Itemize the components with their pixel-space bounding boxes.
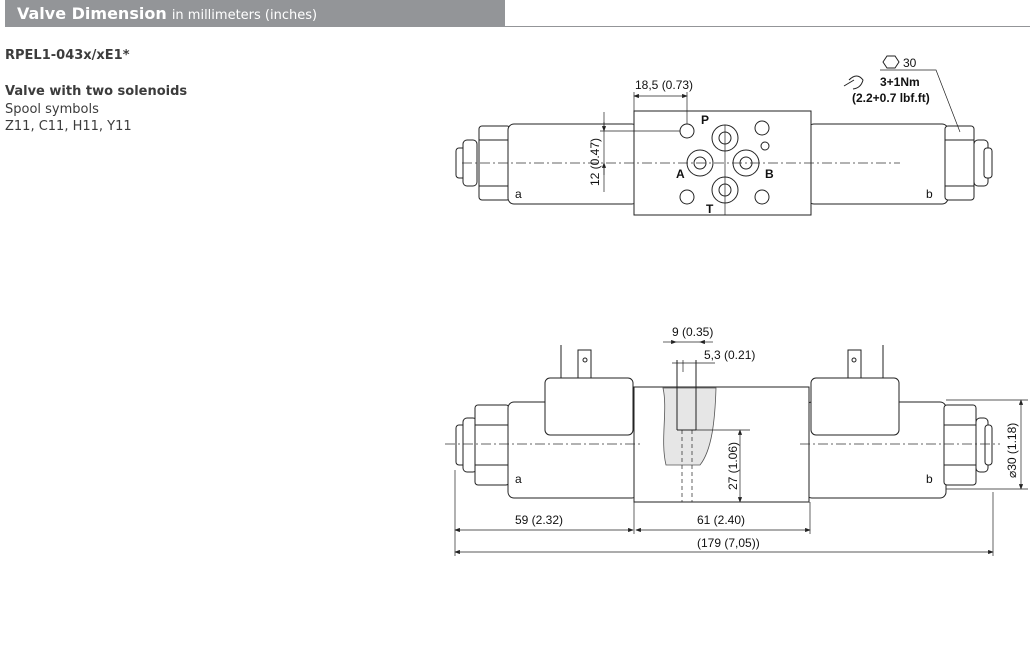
- solenoid-a-connector: [544, 377, 634, 436]
- valve-body-side: [633, 386, 810, 503]
- side-view: a b 9 (0.35) 5,3 (0.21) 27 (1.06): [445, 325, 1028, 556]
- solenoid-b-label-side: b: [926, 472, 933, 486]
- header-divider: [505, 26, 1030, 27]
- model-code: RPEL1-043x/xE1*: [5, 48, 130, 63]
- header-bar: [5, 0, 505, 27]
- hex-size-label: 30: [903, 56, 917, 70]
- dim-diameter-label: ⌀30 (1.18): [1005, 423, 1019, 478]
- dim-9-label: 9 (0.35): [672, 325, 713, 339]
- dim-offset-label: 18,5 (0.73): [635, 78, 693, 92]
- torque-label: 3+1Nm: [880, 75, 920, 89]
- dim-59-label: 59 (2.32): [515, 513, 563, 527]
- top-view: a b P A B T 18,5 (0.73): [455, 55, 993, 216]
- torque-imperial-label: (2.2+0.7 lbf.ft): [852, 91, 930, 105]
- dim-5-3-label: 5,3 (0.21): [704, 348, 755, 362]
- title-main: Valve Dimension: [17, 4, 167, 23]
- page-title: Valve Dimension in millimeters (inches): [17, 4, 317, 23]
- port-p-label: P: [701, 113, 709, 127]
- dim-27-label: 27 (1.06): [726, 442, 740, 490]
- solenoid-a-coil: [507, 123, 639, 205]
- dim-61-label: 61 (2.40): [697, 513, 745, 527]
- description-heading: Valve with two solenoids: [5, 84, 188, 99]
- port-a-label: A: [676, 167, 685, 181]
- dim-height-label: 12 (0.47): [588, 138, 602, 186]
- solenoid-a-label: a: [515, 187, 522, 201]
- hexagon-icon: [882, 55, 900, 69]
- spool-label: Spool symbols: [5, 102, 99, 117]
- wrench-icon: [843, 75, 864, 90]
- spool-list: Z11, C11, H11, Y11: [5, 119, 132, 134]
- dim-total-label: (179 (7,05)): [697, 536, 760, 550]
- port-t-label: T: [706, 202, 714, 216]
- solenoid-b-connector: [810, 377, 900, 436]
- section-cutaway: [662, 387, 717, 466]
- solenoid-a-label-side: a: [515, 472, 522, 486]
- solenoid-b-label: b: [926, 187, 933, 201]
- port-b-label: B: [765, 167, 774, 181]
- title-units: in millimeters (inches): [171, 8, 318, 23]
